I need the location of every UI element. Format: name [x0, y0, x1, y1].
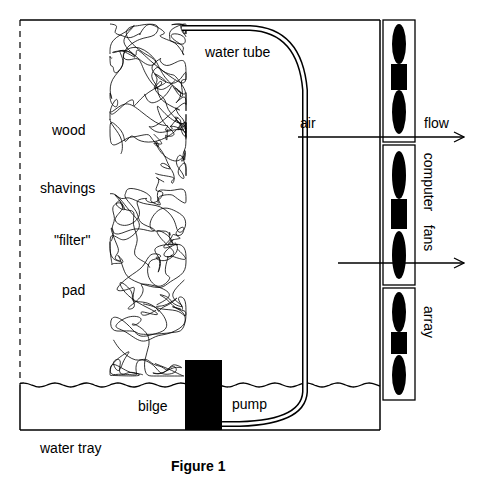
part-label: bilge	[138, 398, 168, 414]
part-label: computer	[421, 153, 437, 211]
shaving-strands	[110, 117, 186, 183]
water-tube	[182, 28, 305, 424]
tray-side	[19, 385, 21, 430]
shaving-strands	[111, 280, 186, 336]
figure-caption: Figure 1	[171, 458, 225, 474]
part-label: water tray	[40, 440, 101, 456]
housing-side	[379, 20, 381, 430]
part-label: shavings	[40, 180, 95, 196]
part-label: pad	[62, 282, 85, 298]
part-label: "filter"	[54, 232, 90, 248]
housing-top	[20, 19, 380, 21]
water-tube-bore	[182, 28, 305, 424]
part-label: fans	[421, 225, 437, 251]
shaving-strands	[110, 50, 186, 103]
part-label: wood	[52, 122, 85, 138]
fan-array	[383, 20, 415, 400]
part-label: pump	[232, 396, 267, 412]
airflow-arrow	[338, 262, 464, 263]
open-side	[19, 20, 20, 385]
flow-label: air	[300, 115, 316, 131]
shavings-pad	[110, 24, 186, 376]
part-label: array	[421, 306, 437, 338]
shaving-strands	[123, 47, 186, 137]
shaving-strands	[115, 195, 186, 272]
part-label: water tube	[205, 44, 270, 60]
shaving-strands	[117, 227, 184, 309]
flow-label: flow	[424, 115, 449, 131]
bilge-pump	[185, 360, 222, 430]
shaving-strands	[116, 297, 186, 376]
airflow-arrow	[298, 136, 464, 137]
